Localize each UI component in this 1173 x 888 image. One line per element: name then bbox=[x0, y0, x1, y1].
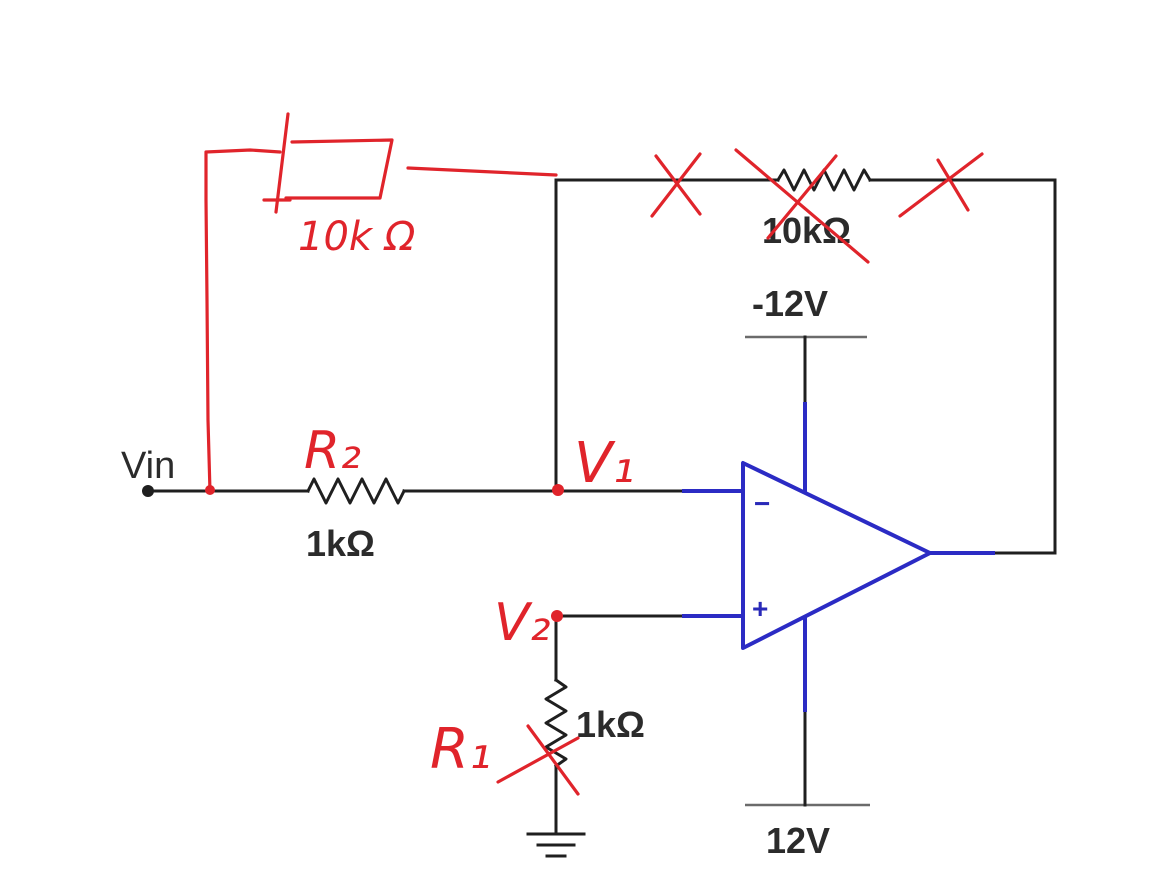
red-new-feedback-wire bbox=[204, 148, 282, 494]
ground-icon bbox=[526, 832, 586, 858]
red-added-resistor-box bbox=[262, 112, 558, 214]
resistor-r1 bbox=[544, 677, 568, 769]
positive-supply-label: 12V bbox=[766, 820, 830, 861]
r1-value-label: 1kΩ bbox=[576, 704, 645, 745]
r2-annotation: R₂ bbox=[304, 421, 361, 481]
noninverting-sign: + bbox=[752, 593, 768, 624]
vin-terminal-dot bbox=[142, 485, 154, 497]
resistor-r2 bbox=[305, 477, 407, 505]
op-amp-triangle bbox=[741, 461, 932, 650]
v1-annotation: V₁ bbox=[574, 431, 635, 496]
red-cross-r1-icon bbox=[496, 724, 580, 796]
rf-value-label: 10kΩ bbox=[762, 210, 851, 251]
r2-value-label: 1kΩ bbox=[306, 523, 375, 564]
v2-annotation: V₂ bbox=[494, 593, 551, 653]
red-v2-node-dot bbox=[551, 610, 563, 622]
red-cross-mark-icon bbox=[650, 148, 984, 264]
red-vin-node-dot bbox=[205, 485, 215, 495]
red-v1-node-dot bbox=[552, 484, 564, 496]
red-new-feedback-label: 10k Ω bbox=[298, 214, 416, 260]
handwritten-annotations: 10k Ω R₂ R₁ V₁ V₂ bbox=[204, 112, 984, 796]
circuit-wiring bbox=[142, 168, 1057, 858]
resistor-rf bbox=[775, 168, 873, 192]
negative-supply-label: -12V bbox=[752, 283, 828, 324]
r1-annotation: R₁ bbox=[430, 717, 491, 782]
inverting-sign: − bbox=[754, 488, 770, 519]
op-amp: − + bbox=[682, 402, 995, 712]
vin-label: Vin bbox=[121, 445, 175, 487]
